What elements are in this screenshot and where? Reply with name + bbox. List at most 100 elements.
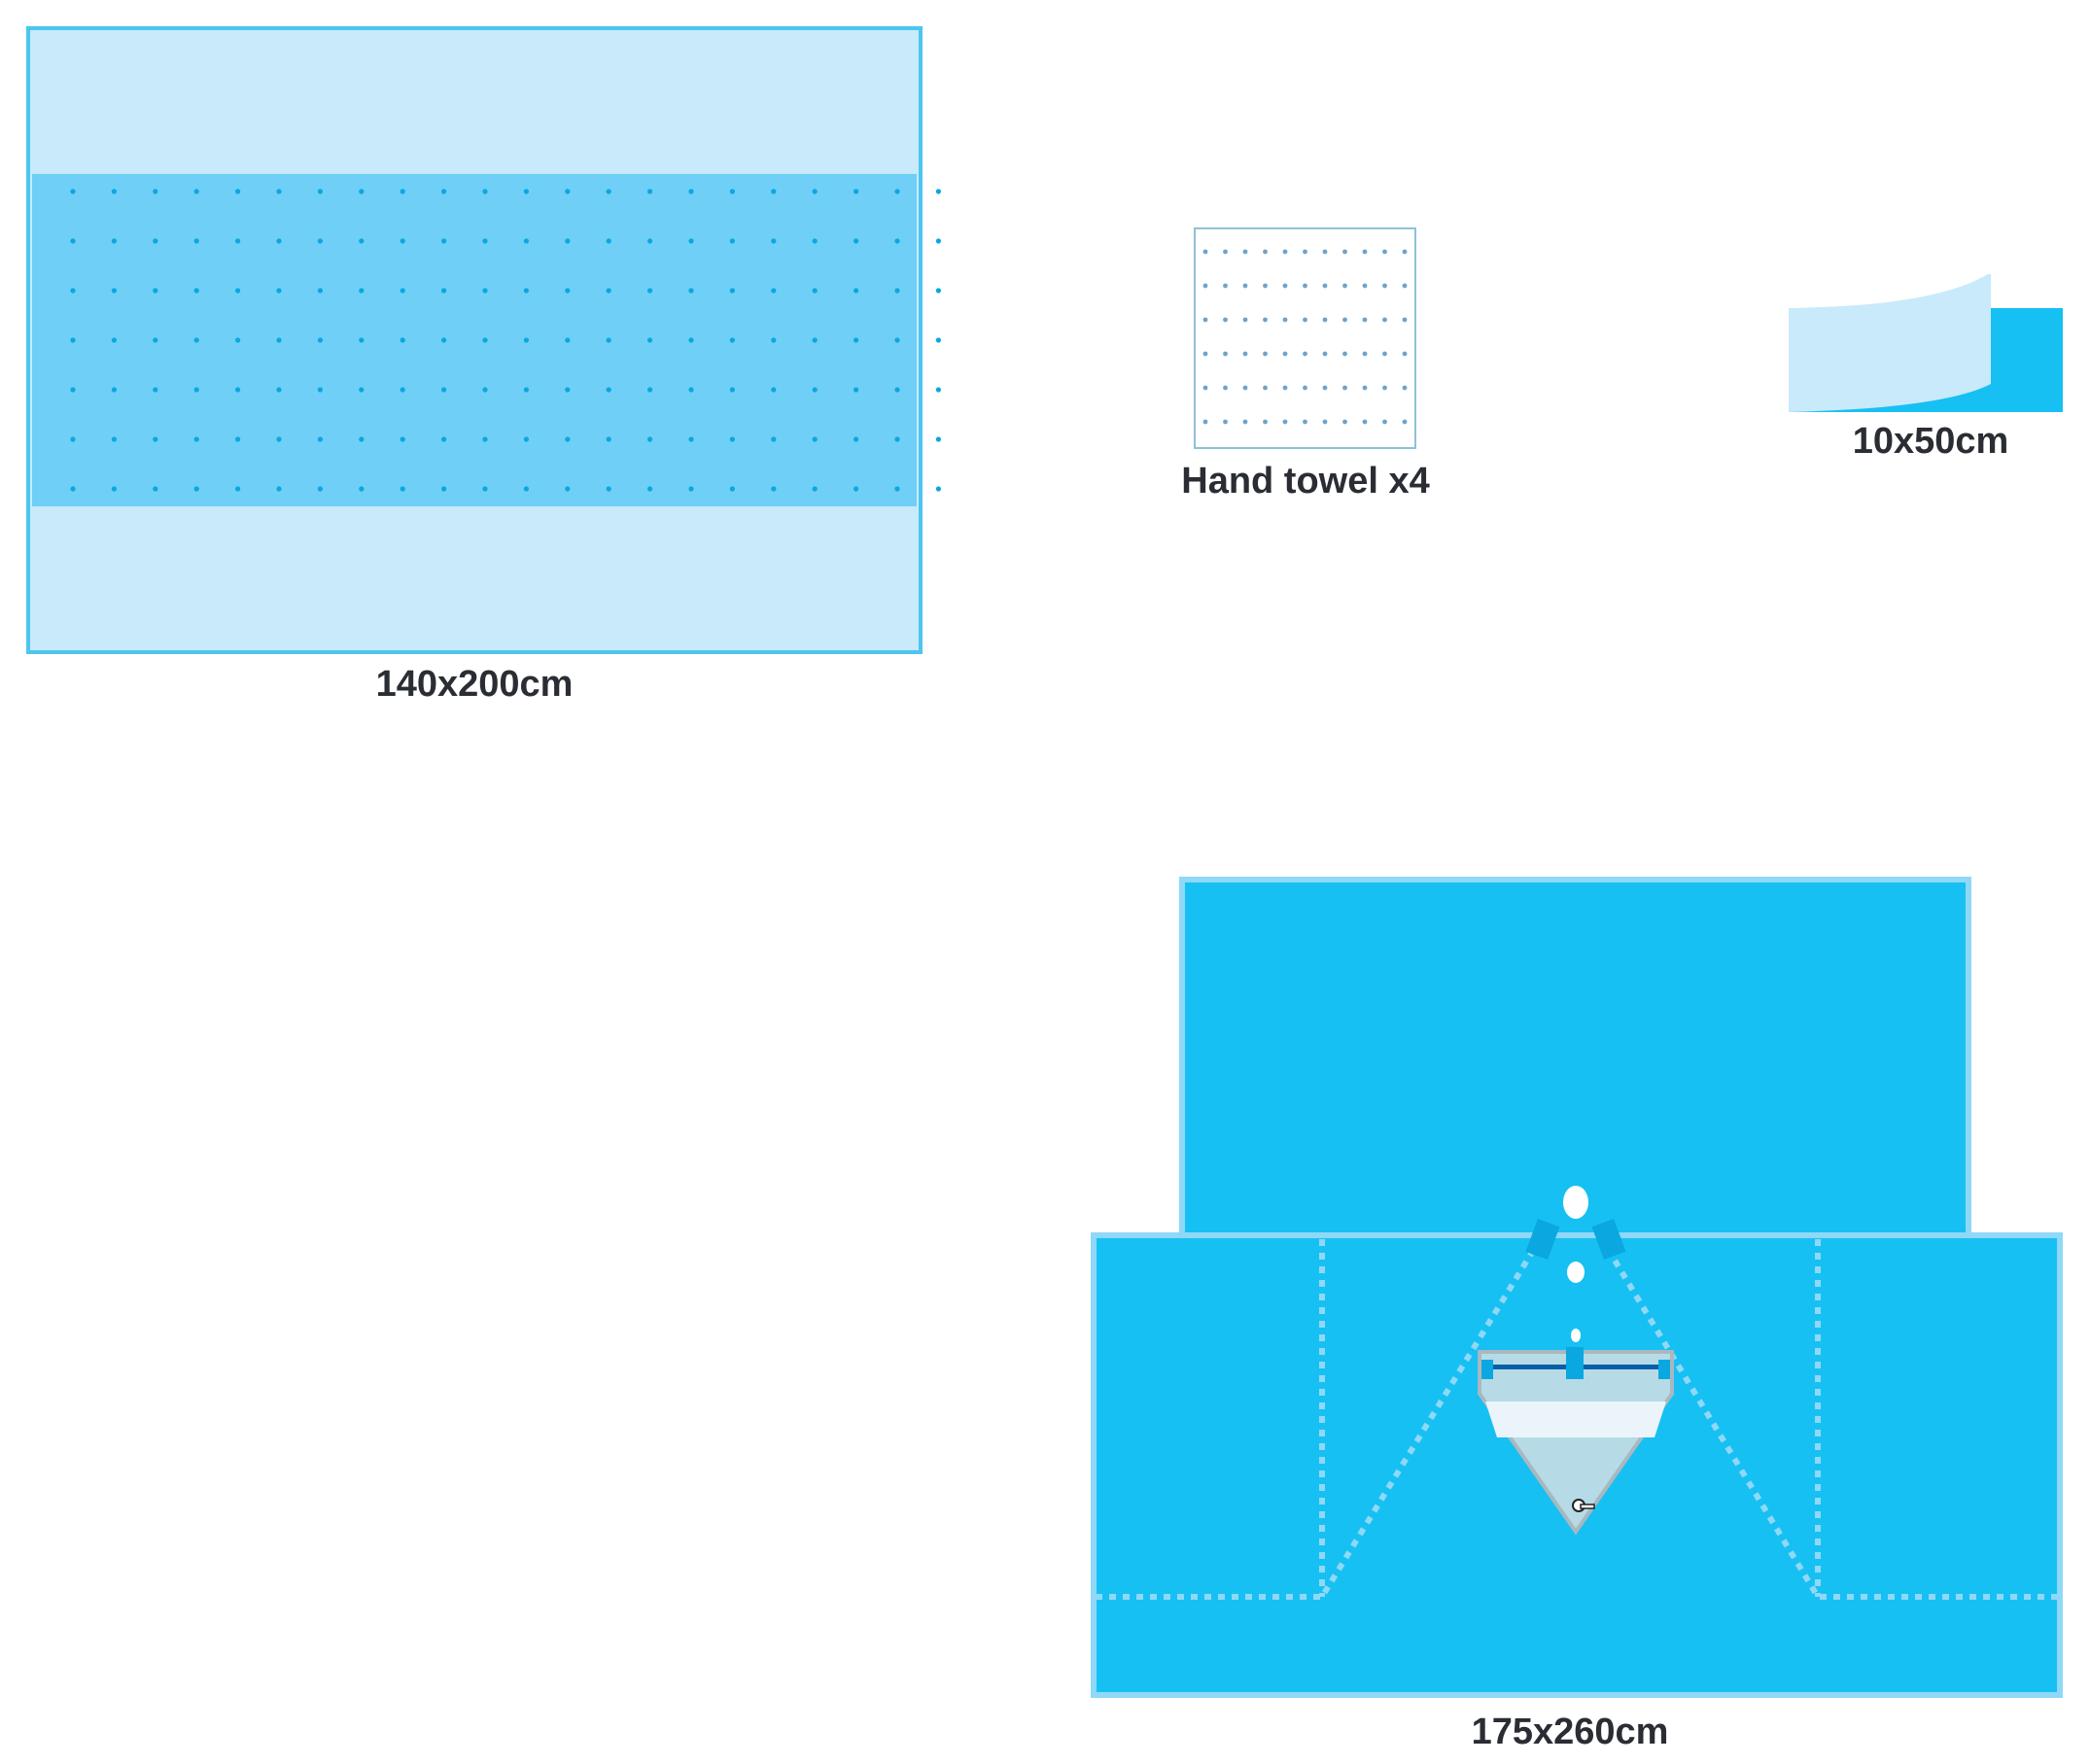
dot [606, 387, 611, 393]
dot [1223, 419, 1228, 425]
dot [1263, 351, 1268, 357]
dot [193, 387, 199, 393]
dot [441, 288, 447, 294]
dot [729, 387, 736, 393]
dot [1202, 419, 1208, 425]
dot [441, 486, 447, 492]
dot [441, 387, 447, 393]
dot [523, 337, 530, 343]
dot [565, 436, 571, 442]
dot [812, 288, 818, 294]
dot [1362, 419, 1368, 425]
dot [1303, 317, 1307, 323]
dot [647, 436, 653, 442]
dot [111, 436, 117, 442]
dot [359, 238, 365, 244]
dot [276, 436, 282, 442]
dot [729, 337, 736, 343]
dot [523, 486, 530, 492]
dot [153, 189, 158, 194]
dot [359, 337, 365, 343]
dot [606, 486, 611, 492]
dot [193, 238, 199, 244]
dot [935, 486, 942, 492]
dot [1382, 351, 1387, 357]
dot [1362, 283, 1368, 289]
dot [812, 337, 818, 343]
dot [1263, 317, 1268, 323]
dot [482, 238, 488, 244]
dot [482, 436, 488, 442]
dot [894, 189, 900, 194]
dot [276, 486, 282, 492]
fenestration-hole-small [1571, 1329, 1581, 1342]
dot [235, 387, 241, 393]
dot [935, 337, 942, 343]
dot [317, 436, 323, 442]
dot [1382, 249, 1387, 255]
dot [1282, 249, 1288, 255]
dot [688, 288, 694, 294]
drape-sheet [26, 26, 942, 654]
fenestration-hole-large [1563, 1186, 1588, 1219]
dot [482, 486, 488, 492]
dot [523, 387, 530, 393]
dot [276, 288, 282, 294]
dot [153, 337, 158, 343]
dot [1362, 351, 1368, 357]
dot [729, 486, 736, 492]
dot [235, 189, 241, 194]
dot [935, 387, 942, 393]
drape-perforation-dots [70, 189, 942, 492]
dot [688, 189, 694, 194]
dot [565, 189, 571, 194]
dot [771, 337, 777, 343]
dot [441, 238, 447, 244]
dot [1282, 385, 1288, 391]
dot [1362, 317, 1368, 323]
dot [935, 189, 942, 194]
dot [1282, 283, 1288, 289]
dot [1223, 351, 1228, 357]
dot [1402, 317, 1408, 323]
hand-towel [1194, 227, 1416, 449]
towel-dots [1202, 249, 1408, 425]
dot [565, 238, 571, 244]
dot [853, 486, 859, 492]
dot [193, 337, 199, 343]
dot [1303, 283, 1307, 289]
dot [359, 387, 365, 393]
dot [1322, 419, 1328, 425]
dot [935, 238, 942, 244]
dot [1382, 283, 1387, 289]
dot [771, 486, 777, 492]
dot [1242, 317, 1248, 323]
dot [153, 387, 158, 393]
dot [1303, 249, 1307, 255]
dot [647, 387, 653, 393]
dot [812, 387, 818, 393]
dot [1402, 385, 1408, 391]
dot [1402, 283, 1408, 289]
dot [276, 337, 282, 343]
dot [812, 486, 818, 492]
dot [482, 387, 488, 393]
dot [1382, 317, 1387, 323]
dot [1223, 249, 1228, 255]
dot [771, 189, 777, 194]
dot [111, 387, 117, 393]
dot [729, 189, 736, 194]
drape-sheet-label: 140x200cm [375, 664, 574, 705]
main-drape [1091, 877, 2063, 1698]
dot [359, 288, 365, 294]
dot [606, 436, 611, 442]
dot [1242, 249, 1248, 255]
dot [317, 238, 323, 244]
dot [894, 238, 900, 244]
dot [523, 189, 530, 194]
dot [1282, 351, 1288, 357]
dot [1202, 351, 1208, 357]
dot [70, 238, 76, 244]
dot [441, 189, 447, 194]
dot [812, 189, 818, 194]
